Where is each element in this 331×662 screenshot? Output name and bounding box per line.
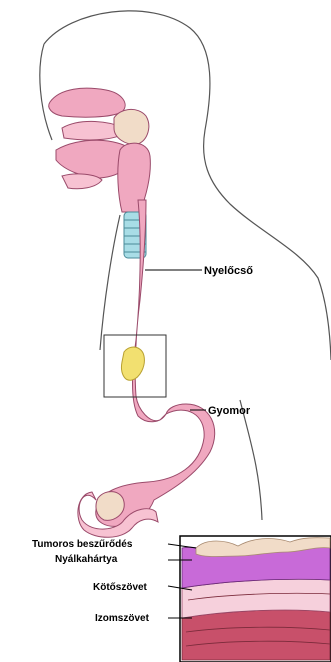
head-organs bbox=[49, 88, 151, 212]
muscle-tissue-label: Izomszövet bbox=[95, 613, 150, 624]
tissue-inset bbox=[180, 536, 331, 662]
esophagus-label: Nyelőcső bbox=[204, 265, 253, 277]
jaw-structure bbox=[62, 174, 102, 189]
tumor-infiltration-label: Tumoros beszűrődés bbox=[32, 539, 133, 550]
tumor bbox=[121, 347, 144, 380]
connective-tissue-label: Kötőszövet bbox=[93, 582, 148, 593]
adenoid bbox=[114, 109, 149, 144]
stomach-label: Gyomor bbox=[208, 405, 251, 417]
nasal-cavity bbox=[49, 88, 125, 117]
inset-muscle-layer bbox=[182, 610, 330, 660]
body-outline bbox=[40, 11, 331, 520]
mucosa-label: Nyálkahártya bbox=[55, 554, 118, 565]
